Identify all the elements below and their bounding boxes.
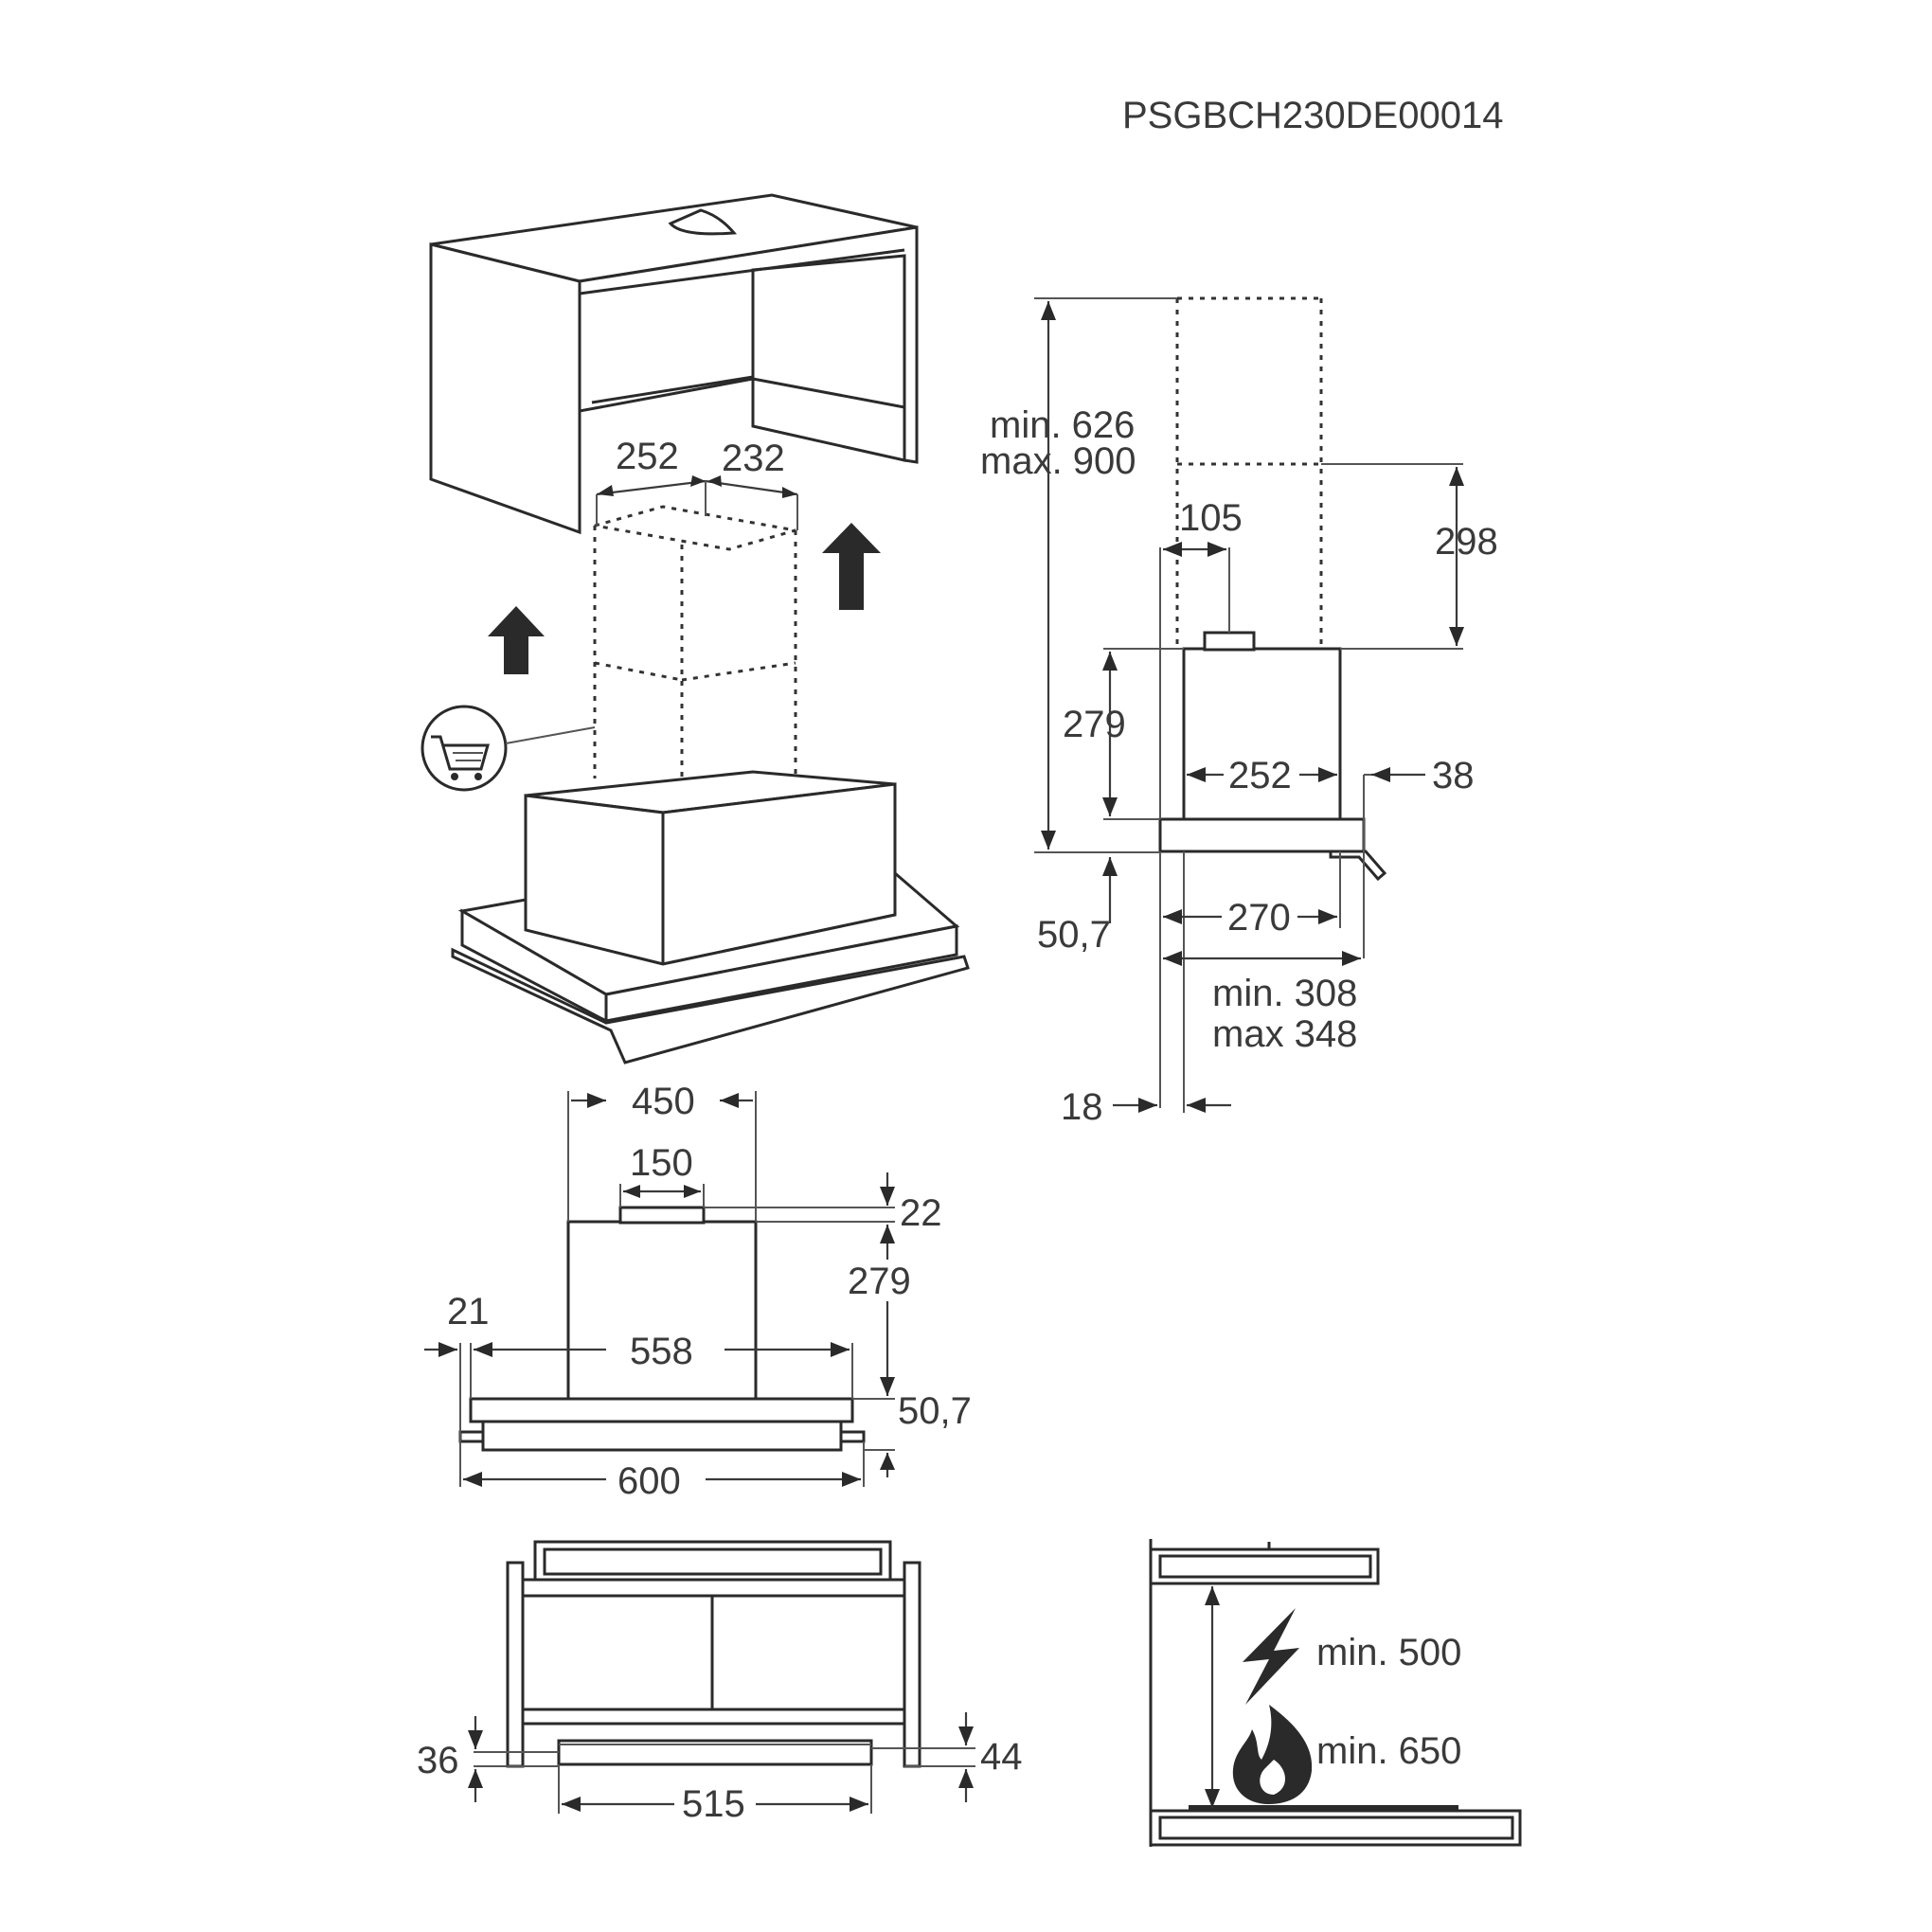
shopping-cart-icon [420,705,596,792]
cabinet-cutout [668,208,738,236]
total-width-label: 600 [617,1460,681,1502]
extended-depth-max-label: max 348 [1212,1013,1357,1055]
chimney-outline [593,505,797,809]
front-view: 450 150 22 279 21 558 [424,1081,972,1502]
hood-body [524,770,897,966]
outlet-offset-label: 105 [1179,497,1243,539]
body-height-label: 279 [1063,704,1126,745]
left-height-label: 36 [417,1740,459,1781]
isometric-view: 252 232 [420,193,970,1064]
side-panel [1158,817,1366,853]
extended-depth-min-label: min. 308 [1212,973,1357,1014]
side-handle [1329,850,1387,882]
front-panel-height-label: 50,7 [898,1390,972,1432]
electric-clearance-label: min. 500 [1316,1632,1461,1673]
body-width-label: 450 [632,1081,695,1122]
total-height-min-label: min. 626 [990,404,1135,446]
side-view: min. 626 max. 900 298 105 279 252 [980,296,1498,1128]
right-height-label: 44 [980,1736,1023,1778]
up-arrow-icon [822,523,881,610]
up-arrow-icon [488,606,545,674]
front-panel [469,1397,854,1423]
panel-depth-label: 270 [1227,897,1291,939]
side-outlet [1203,631,1256,652]
chimney-width-label: 252 [616,436,679,477]
front-outlet [618,1206,706,1225]
hood-base-panel [451,869,970,1064]
slot-width-label: 515 [682,1783,745,1825]
inner-width-label: 558 [630,1331,693,1372]
front-hood-body [566,1220,758,1401]
front-body-height-label: 279 [848,1261,911,1302]
clearance-view: min. 500 min. 650 [1149,1539,1522,1847]
side-offset-label: 21 [447,1291,490,1333]
outlet-width-label: 150 [630,1142,693,1184]
total-height-max-label: max. 900 [980,440,1136,482]
wall-cabinet [429,193,919,535]
cabinet-view: 36 44 515 [417,1540,1023,1825]
body-depth-label: 252 [1228,755,1292,796]
outlet-height-label: 22 [900,1192,942,1234]
front-lip-label: 38 [1432,755,1475,796]
front-drawer [481,1420,843,1452]
dim-line-chimney-width [596,479,707,496]
document-code: PSGBCH230DE00014 [1122,95,1503,136]
gas-clearance-label: min. 650 [1316,1730,1461,1772]
wall-gap-label: 18 [1061,1086,1103,1128]
upper-chimney-label: 298 [1435,521,1498,563]
chimney-depth-label: 232 [722,438,785,479]
lightning-bolt-icon [1243,1608,1299,1705]
flame-icon [1232,1705,1313,1804]
panel-height-label: 50,7 [1037,914,1111,956]
